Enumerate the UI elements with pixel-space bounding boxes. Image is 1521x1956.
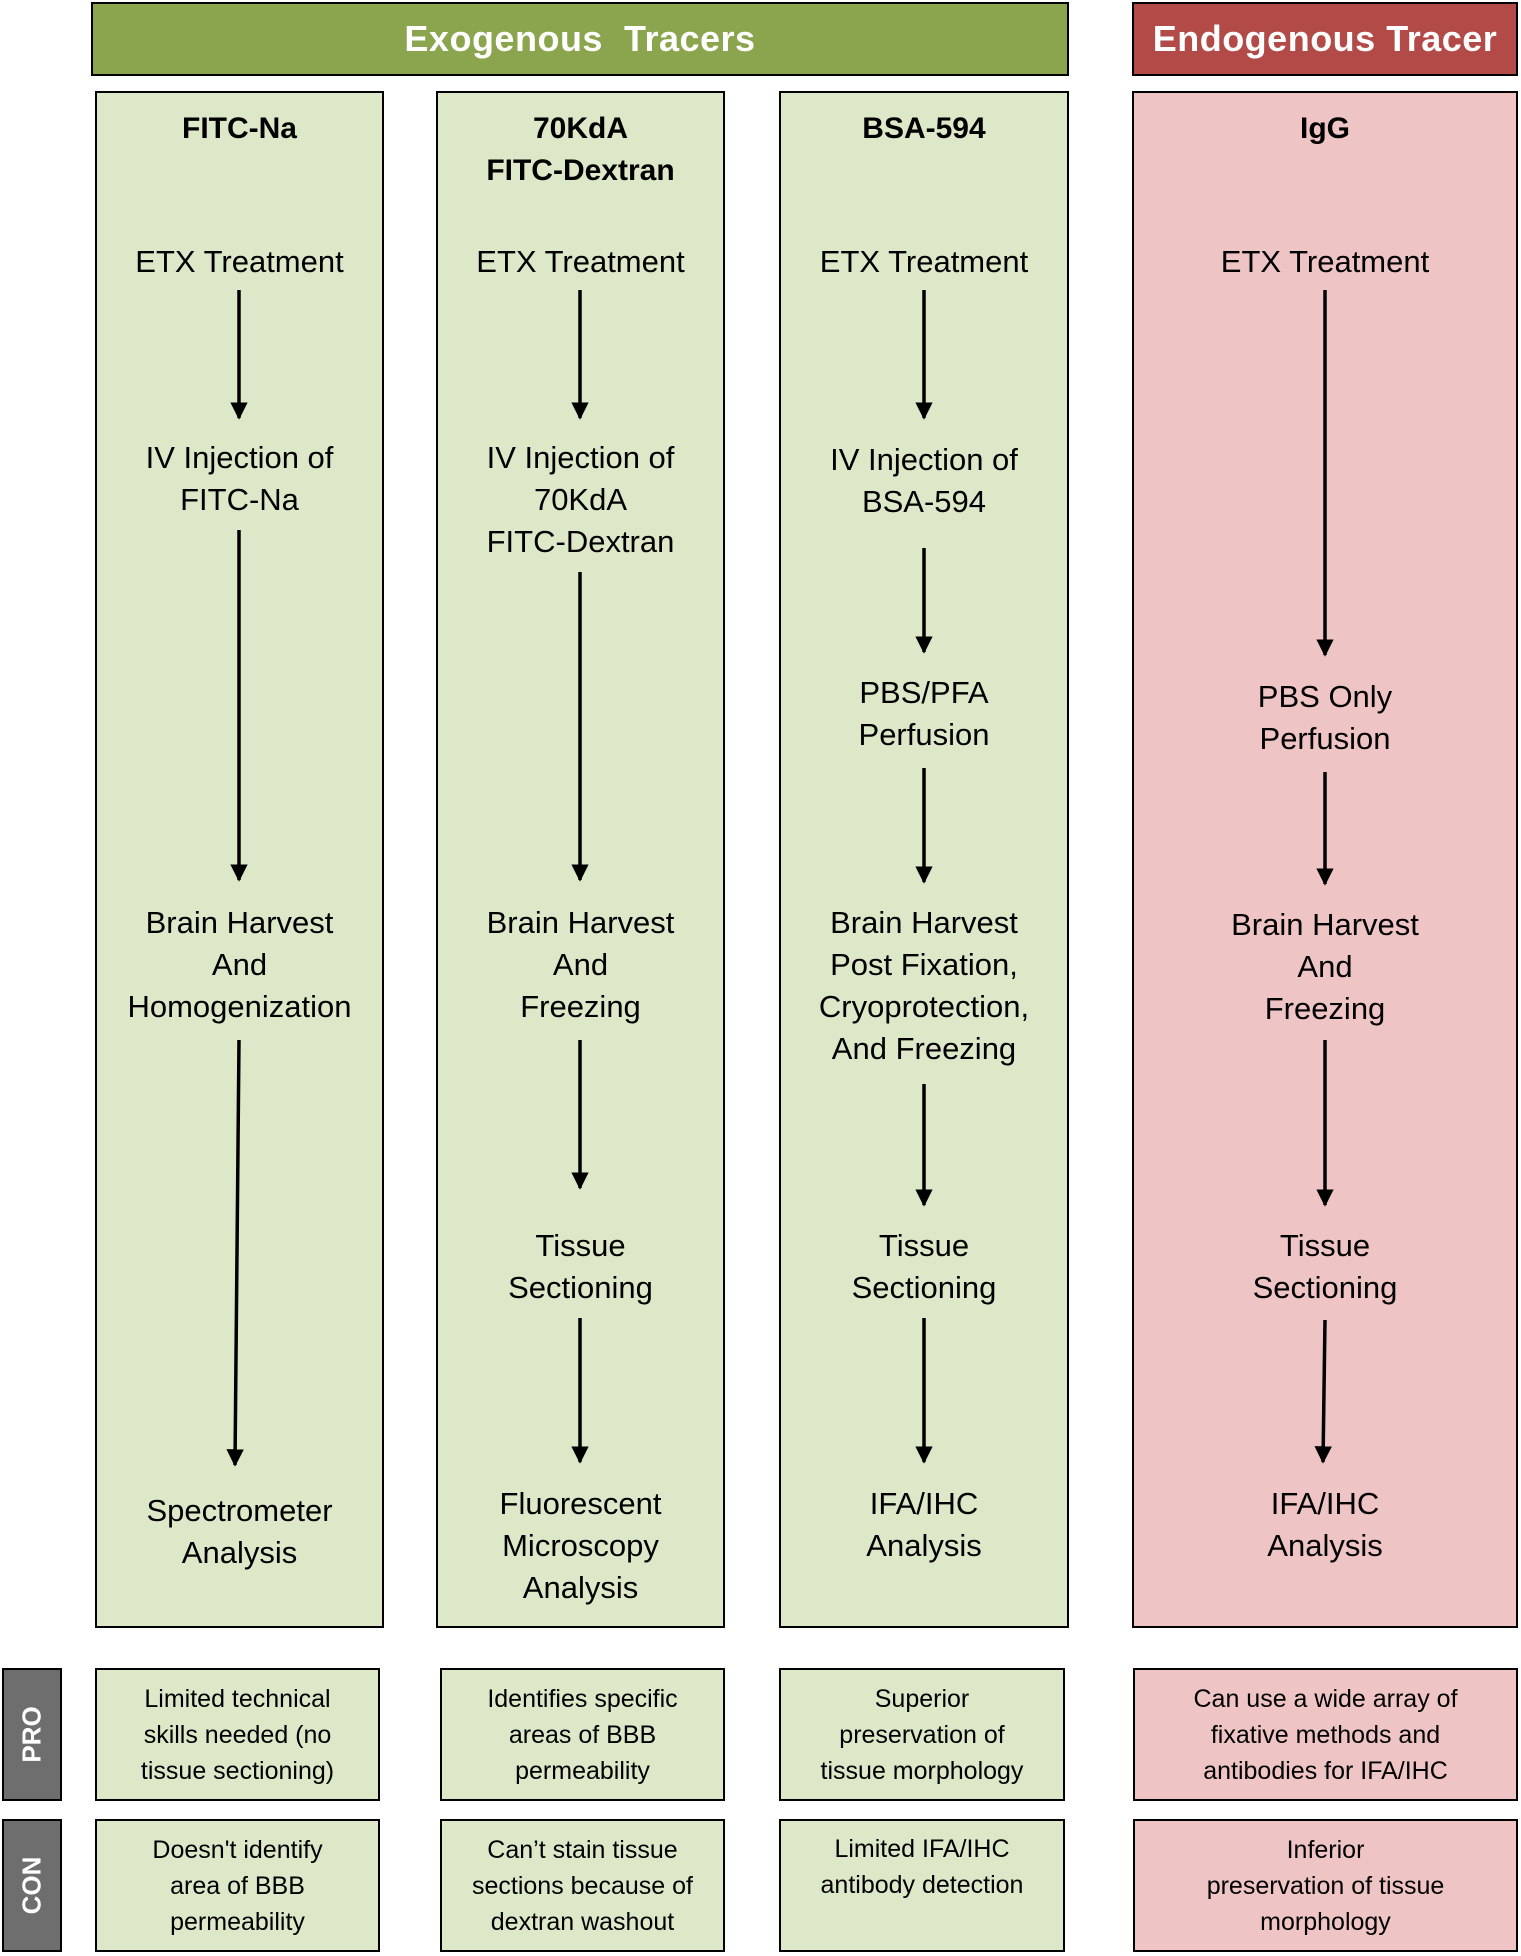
- step-etx-treatment: ETX Treatment: [135, 244, 344, 279]
- step-iv-injection: IV Injection of FITC-Na: [145, 440, 334, 517]
- step-tissue-sectioning: Tissue Sectioning: [1252, 1228, 1398, 1305]
- step-iv-injection: IV Injection of BSA-594: [830, 442, 1018, 519]
- step-brain-harvest: Brain Harvest And Homogenization: [127, 905, 352, 1024]
- exogenous-tracers-header-label: Exogenous Tracers: [404, 18, 756, 59]
- con-row-label: CON: [2, 1819, 62, 1952]
- column-bsa-594: BSA-594 ETX Treatment IV Injection of BS…: [779, 91, 1069, 1628]
- step-etx-treatment: ETX Treatment: [819, 244, 1029, 279]
- step-brain-harvest: Brain Harvest And Freezing: [1231, 907, 1419, 1026]
- step-perfusion: PBS Only Perfusion: [1257, 679, 1393, 756]
- column-title: FITC-Na: [182, 112, 297, 145]
- step-analysis: IFA/IHC Analysis: [1267, 1486, 1383, 1563]
- pro-row-label: PRO: [2, 1668, 62, 1801]
- step-brain-harvest: Brain Harvest And Freezing: [486, 905, 675, 1024]
- exogenous-tracers-header: Exogenous Tracers: [91, 2, 1069, 76]
- arrow-down: [226, 1039, 244, 1467]
- column-title: IgG: [1300, 112, 1350, 145]
- endogenous-tracer-header: Endogenous Tracer: [1132, 2, 1518, 76]
- step-iv-injection: IV Injection of 70KdA FITC-Dextran: [486, 440, 675, 559]
- arrow-down: [1314, 1319, 1332, 1464]
- step-perfusion: PBS/PFA Perfusion: [858, 675, 990, 752]
- step-analysis: Spectrometer Analysis: [146, 1493, 333, 1570]
- step-tissue-sectioning: Tissue Sectioning: [851, 1228, 997, 1305]
- endogenous-tracer-header-label: Endogenous Tracer: [1152, 18, 1498, 59]
- step-brain-harvest: Brain Harvest Post Fixation, Cryoprotect…: [818, 905, 1030, 1066]
- step-analysis: IFA/IHC Analysis: [866, 1486, 982, 1563]
- column-title: BSA-594: [862, 112, 986, 145]
- step-etx-treatment: ETX Treatment: [476, 244, 685, 279]
- step-etx-treatment: ETX Treatment: [1220, 244, 1430, 279]
- step-tissue-sectioning: Tissue Sectioning: [508, 1228, 653, 1305]
- step-analysis: Fluorescent Microscopy Analysis: [499, 1486, 662, 1605]
- column-title: 70KdA FITC-Dextran: [486, 112, 675, 187]
